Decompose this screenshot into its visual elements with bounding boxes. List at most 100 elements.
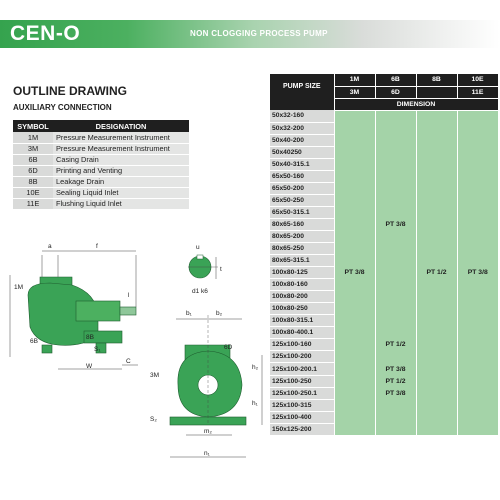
- connection-6b-value: PT 1/2: [374, 375, 416, 388]
- pump-size-cell: 50x40-315.1: [270, 158, 334, 171]
- label-m2: m₂: [204, 428, 212, 435]
- pump-size-row: 65x50-250: [270, 194, 498, 207]
- pump-size-row: 125x100-400: [270, 411, 498, 424]
- pump-size-row: 100x80-400.1: [270, 326, 498, 340]
- aux-designation: Leakage Drain: [53, 176, 189, 188]
- label-b2: b₂: [216, 310, 223, 317]
- pump-size-row: 65x50-315.1: [270, 206, 498, 219]
- aux-symbol: 6B: [13, 154, 53, 166]
- label-3m: 3M: [150, 372, 159, 379]
- connection-6b-value: PT 3/8: [374, 362, 416, 376]
- aux-symbol: 11E: [13, 198, 53, 210]
- connection-header: 6D: [375, 86, 417, 99]
- aux-designation: Flushing Liquid Inlet: [53, 198, 189, 210]
- connection-6b-value: [374, 399, 416, 412]
- label-a: a: [48, 243, 52, 250]
- label-t: t: [220, 266, 222, 273]
- label-u: u: [196, 244, 200, 251]
- aux-designation: Casing Drain: [53, 154, 189, 166]
- connection-header: 10E: [457, 74, 499, 87]
- pump-size-row: 80x65-200: [270, 230, 498, 244]
- pump-size-row: 50x40-315.1: [270, 158, 498, 171]
- pump-size-cell: 80x65-315.1: [270, 254, 334, 268]
- pump-size-cell: 65x50-160: [270, 170, 334, 183]
- aux-designation: Pressure Measurement Instrument: [53, 143, 189, 155]
- connection-6b-value: [374, 122, 416, 135]
- connection-6b-value: [374, 411, 416, 424]
- connection-header: 3M: [334, 86, 376, 99]
- connection-6b-value: [374, 206, 416, 219]
- pump-size-row: 125x100-315: [270, 399, 498, 412]
- connection-header: 6B: [375, 74, 417, 87]
- connection-6b-value: [374, 146, 416, 159]
- label-1m: 1M: [14, 284, 23, 291]
- connection-10e-value: PT 3/8: [456, 110, 498, 436]
- pump-size-cell: 100x80-315.1: [270, 314, 334, 328]
- auxiliary-connection-title: AUXILIARY CONNECTION: [13, 103, 112, 112]
- label-h2: h₂: [252, 364, 259, 371]
- pump-size-row: 50x40-200: [270, 134, 498, 147]
- connection-6b-value: [374, 290, 416, 303]
- connection-6b-value: [374, 110, 416, 123]
- dimension-header: DIMENSION: [334, 98, 499, 111]
- brand-title: CEN-O: [10, 22, 81, 45]
- label-s1: S₁: [94, 346, 101, 353]
- connection-6b-value: PT 1/2: [374, 338, 416, 351]
- connection-1m-value: PT 3/8: [333, 110, 375, 436]
- pump-size-cell: 80x65-250: [270, 242, 334, 256]
- symbol-header: SYMBOL: [13, 120, 53, 132]
- header-fade: [362, 20, 500, 48]
- aux-symbol: 10E: [13, 187, 53, 199]
- connection-6b-value: [374, 134, 416, 147]
- pump-size-cell: 80x65-160: [270, 218, 334, 231]
- pump-size-row: 50x40250: [270, 146, 498, 159]
- pump-size-cell: 125x100-315: [270, 399, 334, 412]
- pump-size-cell: 80x65-200: [270, 230, 334, 244]
- aux-designation: Printing and Venting: [53, 165, 189, 177]
- connection-6b-value: PT 3/8: [374, 387, 416, 400]
- label-s2: S₂: [150, 416, 157, 423]
- pump-size-row: 100x80-250: [270, 302, 498, 316]
- pump-size-row: 150x125-200: [270, 423, 498, 436]
- aux-symbol: 1M: [13, 132, 53, 144]
- label-d1: d1 k6: [192, 288, 208, 295]
- aux-symbol: 3M: [13, 143, 53, 155]
- pump-size-row: 100x80-125: [270, 266, 498, 280]
- aux-designation: Pressure Measurement Instrument: [53, 132, 189, 144]
- designation-header: DESIGNATION: [53, 120, 189, 132]
- connection-header: [416, 86, 458, 99]
- pump-size-cell: 50x32-160: [270, 110, 334, 123]
- aux-designation: Sealing Liquid Inlet: [53, 187, 189, 199]
- connection-6b-value: [374, 170, 416, 183]
- connection-6b-value: [374, 326, 416, 339]
- pump-size-row: 50x32-200: [270, 122, 498, 135]
- pump-size-label: PUMP SIZE: [270, 74, 335, 98]
- pump-size-row: 125x100-200: [270, 350, 498, 364]
- connection-6b-value: [374, 194, 416, 207]
- connection-6b-value: [374, 350, 416, 363]
- pump-size-cell: 50x40-200: [270, 134, 334, 147]
- front-view-pump: b₁ b₂ 6D h₂ h₁ 3M S₂ m₂ n₁: [150, 310, 263, 458]
- pump-size-cell: 125x100-250: [270, 375, 334, 388]
- pump-size-cell: 100x80-200: [270, 290, 334, 304]
- connection-6b-value: [374, 230, 416, 243]
- label-l: l: [128, 292, 130, 299]
- pump-size-cell: 65x50-315.1: [270, 206, 334, 219]
- label-8b: 8B: [86, 334, 94, 341]
- pump-size-cell: 100x80-125: [270, 266, 334, 280]
- connection-6b-value: [374, 423, 416, 436]
- connection-6b-value: PT 3/8: [374, 218, 416, 231]
- label-6d: 6D: [224, 344, 233, 351]
- pump-size-row: 80x65-160 PT 3/8: [270, 218, 498, 231]
- outline-drawing-title: OUTLINE DRAWING: [13, 84, 127, 98]
